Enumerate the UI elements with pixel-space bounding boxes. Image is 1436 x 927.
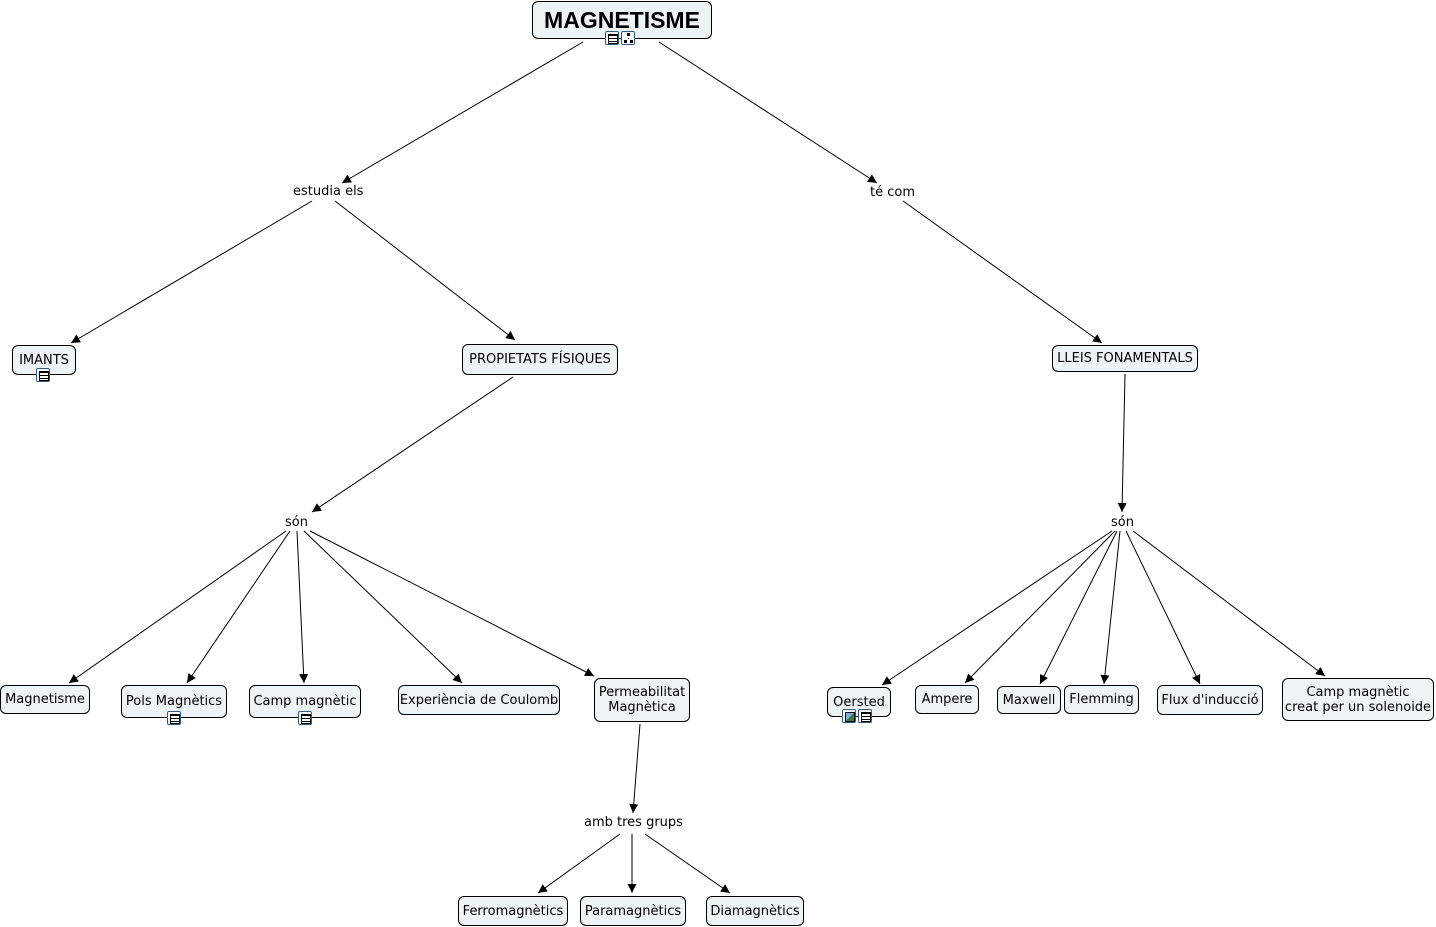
edge-root-tecom [658, 41, 878, 184]
document-icon[interactable] [36, 368, 50, 382]
pols-resource-icons [167, 711, 181, 725]
document-icon[interactable] [167, 711, 181, 725]
edge-son-maxwell [1039, 530, 1118, 685]
edge-son-ampere [964, 530, 1116, 684]
edge-son-camp [296, 530, 309, 684]
concept-paramagnetics[interactable]: Paramagnètics [580, 896, 686, 926]
link-estudia-els: estudia els [291, 184, 366, 199]
edge-permeabilitat-amb [629, 723, 641, 814]
concept-experiencia-coulomb[interactable]: Experiència de Coulomb [398, 685, 560, 715]
concept-pols-magnetics[interactable]: Pols Magnètics [121, 685, 227, 718]
edge-estudia-propietats [334, 200, 516, 341]
concept-flemming[interactable]: Flemming [1064, 685, 1139, 714]
link-son-right: són [1109, 515, 1136, 530]
concept-propietats-fisiques[interactable]: PROPIETATS FÍSIQUES [462, 344, 618, 375]
edge-root-estudia [341, 41, 584, 184]
edge-amb-dia [644, 833, 731, 894]
camp-resource-icons [298, 711, 312, 725]
concept-ampere[interactable]: Ampere [915, 685, 979, 714]
concept-magnetisme[interactable]: Magnetisme [0, 685, 90, 714]
edge-lleis-son [1117, 373, 1127, 513]
link-amb-tres-grups: amb tres grups [582, 815, 685, 830]
image-icon[interactable] [842, 709, 856, 723]
concept-magnetisme-root[interactable]: MAGNETISME [532, 1, 712, 39]
concept-camp-solenoide[interactable]: Camp magnètic creat per un solenoide [1282, 678, 1434, 721]
link-son-left: són [283, 515, 310, 530]
edge-tecom-lleis [902, 200, 1103, 344]
edge-amb-ferro [537, 833, 621, 894]
concept-permeabilitat-magnetica[interactable]: Permeabilitat Magnètica [594, 678, 690, 722]
concept-flux-induccio[interactable]: Flux d'inducció [1157, 685, 1263, 715]
edge-son-permeabilitat [309, 530, 595, 677]
concept-lleis-fonamentals[interactable]: LLEIS FONAMENTALS [1052, 345, 1198, 372]
oersted-resource-icons [842, 709, 872, 723]
edge-son-coulomb [303, 530, 463, 684]
edge-son-solenoide [1132, 530, 1326, 677]
concept-maxwell[interactable]: Maxwell [997, 686, 1061, 714]
concept-diamagnetics[interactable]: Diamagnètics [706, 896, 804, 926]
edge-estudia-imants [70, 200, 313, 344]
root-resource-icons [605, 31, 635, 45]
edge-son-oersted [881, 530, 1113, 686]
edge-son-flemming [1100, 530, 1121, 685]
edge-propietats-son [311, 376, 514, 513]
concept-ferromagnetics[interactable]: Ferromagnètics [458, 896, 568, 926]
link-te-com: té com [868, 185, 917, 200]
edge-son-magnetisme [68, 530, 287, 684]
concept-map-icon[interactable] [621, 31, 635, 45]
document-icon[interactable] [298, 711, 312, 725]
edge-son-pols [186, 530, 291, 684]
document-icon[interactable] [858, 709, 872, 723]
imants-resource-icons [36, 368, 50, 382]
edge-son-flux [1125, 530, 1201, 685]
document-icon[interactable] [605, 31, 619, 45]
